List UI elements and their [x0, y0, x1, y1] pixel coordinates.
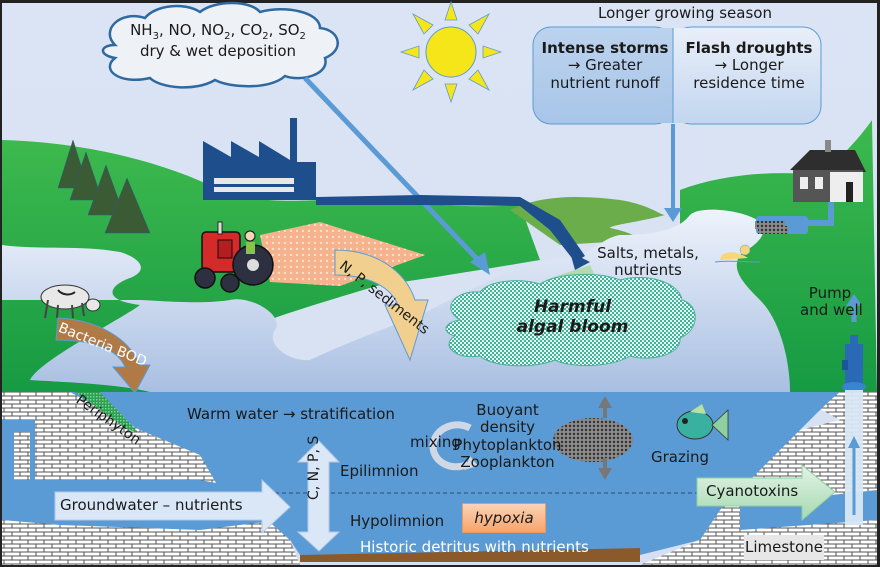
storms-line2: nutrient runoff	[550, 73, 660, 92]
runoff-arrow-head	[664, 208, 682, 222]
cnps-label: C, N, P, S	[306, 435, 322, 500]
cow-icon	[40, 284, 101, 319]
plankton-label: Buoyant density Phytoplankton Zooplankto…	[440, 401, 575, 471]
house-icon	[790, 140, 866, 202]
deposition-arrow	[303, 76, 482, 264]
mixing-label: mixing	[410, 433, 461, 451]
historic-detritus-label: Historic detritus with nutrients	[360, 538, 589, 556]
groundwater-arrow	[54, 478, 291, 535]
swimmer-icon	[714, 244, 761, 263]
periphyton-strip	[75, 392, 138, 432]
buoyant-line: Buoyant	[476, 401, 539, 419]
cyanotoxins-label: Cyanotoxins	[706, 482, 799, 500]
mixing-cycle-icon	[429, 421, 472, 471]
salts-line2: nutrients	[614, 261, 682, 280]
storms-title: Intense storms	[541, 39, 669, 57]
well-arrow-head	[848, 436, 860, 448]
deposition-type: dry & wet deposition	[139, 41, 297, 60]
deposition-cloud-label: NH3, NO, NO2, CO2, SO2 dry & wet deposit…	[118, 21, 318, 60]
salts-metals-label: Salts, metals, nutrients	[583, 244, 713, 280]
detritus-layer	[300, 548, 640, 562]
limestone-label: Limestone	[744, 535, 824, 560]
cloud-icon	[101, 1, 339, 89]
tree-icon	[57, 139, 151, 234]
groundwater-label: Groundwater – nutrients	[60, 496, 243, 514]
tractor-icon	[194, 221, 274, 293]
pump-line2: and well	[800, 301, 863, 320]
n-p-sediments-arrow	[334, 249, 429, 362]
box-seam-fill-right	[673, 28, 687, 123]
factory-icon	[203, 118, 590, 270]
grazing-label: Grazing	[651, 448, 710, 466]
algal-bloom-cloud	[445, 273, 696, 367]
intense-storms-label: Intense storms → Greater nutrient runoff	[535, 39, 675, 92]
hab-line1: Harmful	[533, 297, 612, 317]
deposition-arrow-head	[470, 252, 490, 275]
fish-icon	[676, 404, 729, 441]
flash-droughts-label: Flash droughts → Longer residence time	[677, 39, 821, 92]
density-line: density	[480, 418, 535, 437]
warm-water-label: Warm water → stratification	[187, 405, 395, 423]
rock-inset	[14, 432, 30, 480]
growing-season-label: Longer growing season	[598, 4, 772, 22]
droughts-title: Flash droughts	[685, 39, 813, 57]
salts-line1: Salts, metals,	[597, 244, 699, 262]
hypoxia-badge: hypoxia	[462, 503, 546, 533]
deposition-gases: NH3, NO, NO2, CO2, SO2	[130, 21, 306, 42]
pump-arrow-head	[846, 294, 862, 306]
plankton-cluster-icon	[553, 418, 633, 462]
phytoplankton-line: Phytoplankton	[453, 435, 562, 454]
land-island	[510, 197, 665, 245]
droughts-line1: → Longer	[714, 56, 784, 75]
zooplankton-line: Zooplankton	[460, 452, 555, 471]
septic-tank-icon	[755, 202, 834, 234]
sun-icon	[399, 0, 503, 104]
cyanotoxins-arrow	[696, 463, 836, 522]
pump-icon	[842, 335, 866, 392]
cnps-double-arrow	[296, 440, 341, 552]
harmful-algal-bloom-label: Harmful algal bloom	[505, 297, 640, 337]
droughts-line2: residence time	[693, 73, 805, 92]
hab-line2: algal bloom	[516, 316, 629, 337]
storms-line1: → Greater	[567, 56, 643, 75]
pump-and-well-label: Pump and well	[800, 284, 863, 320]
bacteria-bod-arrow	[55, 317, 151, 394]
pump-line1: Pump	[808, 284, 852, 302]
hypolimnion-label: Hypolimnion	[350, 512, 445, 530]
epilimnion-label: Epilimnion	[340, 462, 419, 480]
